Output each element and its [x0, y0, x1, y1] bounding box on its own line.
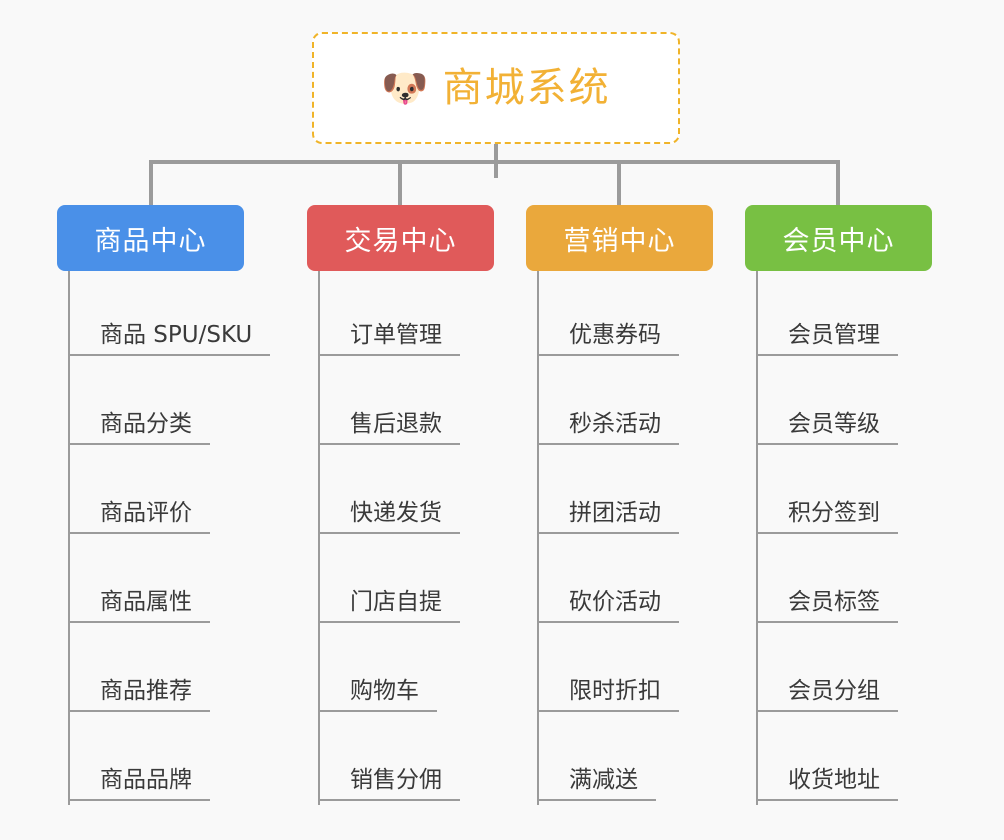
- leaf-item[interactable]: 商品 SPU/SKU: [70, 271, 271, 360]
- category-header-1-label: 商品中心: [94, 225, 207, 257]
- leaf-item-label: 门店自提: [320, 589, 460, 623]
- leaf-item-label: 会员分组: [758, 678, 898, 712]
- leaf-item-label: 优惠券码: [539, 322, 679, 356]
- category-header-4-label: 会员中心: [782, 225, 895, 257]
- leaf-item[interactable]: 购物车: [320, 627, 494, 716]
- leaf-item[interactable]: 收货地址: [758, 716, 932, 805]
- connector-horizontal-bar: [149, 160, 840, 164]
- leaf-item-label: 收货地址: [758, 767, 898, 801]
- leaf-item[interactable]: 售后退款: [320, 360, 494, 449]
- leaf-item-label: 秒杀活动: [539, 411, 679, 445]
- connector-drop-4: [836, 160, 840, 208]
- leaf-item[interactable]: 销售分佣: [320, 716, 494, 805]
- leaf-item[interactable]: 会员分组: [758, 627, 932, 716]
- category-header-3[interactable]: 营销中心: [526, 205, 713, 271]
- leaf-item[interactable]: 会员等级: [758, 360, 932, 449]
- leaf-item[interactable]: 限时折扣: [539, 627, 713, 716]
- leaf-item[interactable]: 砍价活动: [539, 538, 713, 627]
- category-header-1[interactable]: 商品中心: [57, 205, 244, 271]
- category-header-2-label: 交易中心: [344, 225, 457, 257]
- leaf-item-label: 会员标签: [758, 589, 898, 623]
- leaf-item[interactable]: 满减送: [539, 716, 713, 805]
- leaf-item-label: 会员管理: [758, 322, 898, 356]
- category-header-2[interactable]: 交易中心: [307, 205, 494, 271]
- leaf-item[interactable]: 拼团活动: [539, 449, 713, 538]
- leaf-item-label: 商品分类: [70, 411, 210, 445]
- connector-drop-3: [617, 160, 621, 208]
- leaf-item[interactable]: 商品分类: [70, 360, 244, 449]
- leaf-item[interactable]: 订单管理: [320, 271, 494, 360]
- shiba-dog-face-icon: 🐶: [381, 66, 429, 110]
- connector-drop-1: [149, 160, 153, 208]
- leaf-item-label: 限时折扣: [539, 678, 679, 712]
- branch-column-1: 商品中心 商品 SPU/SKU 商品分类 商品评价 商品属性 商品推荐 商品品牌: [57, 205, 271, 805]
- leaf-item[interactable]: 优惠券码: [539, 271, 713, 360]
- leaf-item[interactable]: 商品评价: [70, 449, 244, 538]
- leaf-item-label: 订单管理: [320, 322, 460, 356]
- leaf-item[interactable]: 会员管理: [758, 271, 932, 360]
- branch-column-2: 交易中心 订单管理 售后退款 快递发货 门店自提 购物车 销售分佣: [307, 205, 494, 805]
- leaf-item-label: 售后退款: [320, 411, 460, 445]
- leaf-item-label: 商品品牌: [70, 767, 210, 801]
- leaf-item-label: 购物车: [320, 678, 437, 712]
- category-header-4[interactable]: 会员中心: [745, 205, 932, 271]
- leaf-item-label: 会员等级: [758, 411, 898, 445]
- leaf-item-label: 商品 SPU/SKU: [70, 322, 271, 356]
- connector-drop-2: [398, 160, 402, 208]
- branch-column-3: 营销中心 优惠券码 秒杀活动 拼团活动 砍价活动 限时折扣 满减送: [526, 205, 713, 805]
- leaf-item[interactable]: 商品属性: [70, 538, 244, 627]
- leaf-item[interactable]: 快递发货: [320, 449, 494, 538]
- leaf-list-4: 会员管理 会员等级 积分签到 会员标签 会员分组 收货地址: [756, 271, 932, 805]
- leaf-item-label: 积分签到: [758, 500, 898, 534]
- leaf-item[interactable]: 门店自提: [320, 538, 494, 627]
- branch-column-4: 会员中心 会员管理 会员等级 积分签到 会员标签 会员分组 收货地址: [745, 205, 932, 805]
- category-header-3-label: 营销中心: [563, 225, 676, 257]
- leaf-item-label: 商品评价: [70, 500, 210, 534]
- leaf-list-1: 商品 SPU/SKU 商品分类 商品评价 商品属性 商品推荐 商品品牌: [68, 271, 271, 805]
- leaf-item[interactable]: 商品推荐: [70, 627, 244, 716]
- leaf-item-label: 满减送: [539, 767, 656, 801]
- leaf-item-label: 砍价活动: [539, 589, 679, 623]
- root-title: 商城系统: [442, 65, 611, 111]
- leaf-list-3: 优惠券码 秒杀活动 拼团活动 砍价活动 限时折扣 满减送: [537, 271, 713, 805]
- leaf-item[interactable]: 秒杀活动: [539, 360, 713, 449]
- leaf-item[interactable]: 会员标签: [758, 538, 932, 627]
- leaf-item[interactable]: 商品品牌: [70, 716, 244, 805]
- leaf-item-label: 销售分佣: [320, 767, 460, 801]
- leaf-item-label: 拼团活动: [539, 500, 679, 534]
- leaf-item-label: 商品推荐: [70, 678, 210, 712]
- leaf-item[interactable]: 积分签到: [758, 449, 932, 538]
- leaf-list-2: 订单管理 售后退款 快递发货 门店自提 购物车 销售分佣: [318, 271, 494, 805]
- root-node[interactable]: 🐶 商城系统: [312, 32, 680, 144]
- leaf-item-label: 快递发货: [320, 500, 460, 534]
- leaf-item-label: 商品属性: [70, 589, 210, 623]
